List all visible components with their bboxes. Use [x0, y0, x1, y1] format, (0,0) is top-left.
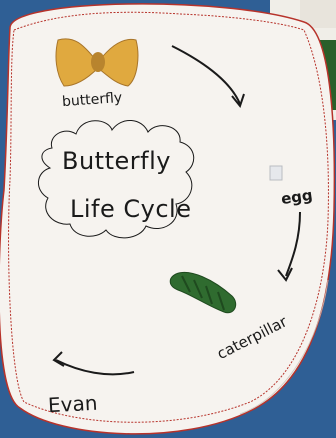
title-line-2: Life Cycle: [70, 195, 191, 223]
pasta-egg: [270, 166, 282, 180]
title-line-1: Butterfly: [62, 147, 171, 175]
student-name: Evan: [47, 391, 98, 418]
